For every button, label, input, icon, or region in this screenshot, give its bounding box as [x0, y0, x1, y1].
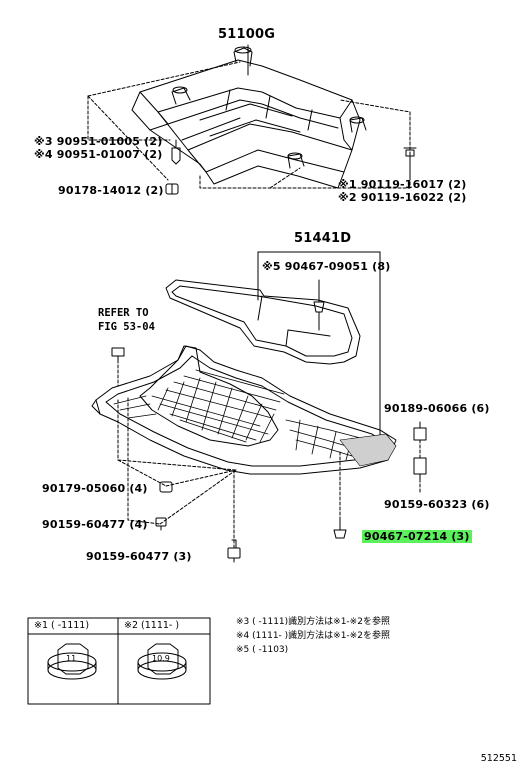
fasteners — [111, 347, 427, 563]
part-label-90159-60323[interactable]: 90159-60323 (6) — [384, 498, 490, 511]
refer-line-1: REFER TO — [98, 307, 149, 319]
legend-nut2-mark: 10.9 — [152, 654, 170, 663]
subframe-part-number[interactable]: 51100G — [218, 27, 276, 42]
part-label-90159-60477-4[interactable]: 90159-60477 (4) — [42, 518, 148, 531]
subframe-drawing — [87, 44, 417, 195]
figure-number: 512551 — [480, 753, 517, 764]
legend-box1-caption: ※1 ( -1111) — [34, 620, 90, 631]
note-5: ※5 ( -1103) — [236, 645, 289, 655]
part-label-90467-09051[interactable]: ※5 90467-09051 (8) — [262, 260, 391, 273]
part-label-90178-14012[interactable]: 90178-14012 (2) — [58, 184, 164, 197]
part-label-90951-01007[interactable]: ※4 90951-01007 (2) — [34, 148, 163, 161]
part-label-90951-01005[interactable]: ※3 90951-01005 (2) — [34, 135, 163, 148]
legend-boxes — [27, 617, 211, 705]
legend-nut1-mark: 11 — [66, 654, 77, 663]
part-label-90467-07214-highlighted[interactable]: 90467-07214 (3) — [362, 530, 472, 543]
note-3: ※3 ( -1111)識別方法は※1-※2を参照 — [236, 617, 390, 627]
part-label-90159-60477-3[interactable]: 90159-60477 (3) — [86, 550, 192, 563]
refer-note[interactable]: REFER TO FIG 53-04 — [98, 306, 155, 334]
part-label-90179-05060[interactable]: 90179-05060 (4) — [42, 482, 148, 495]
cover-lower-panel — [91, 345, 397, 475]
part-label-90189-06066[interactable]: 90189-06066 (6) — [384, 402, 490, 415]
fastener-leaders — [117, 359, 421, 549]
note-4: ※4 (1111- )識別方法は※1-※2を参照 — [236, 631, 390, 641]
cover-part-number[interactable]: 51441D — [294, 231, 352, 246]
part-label-90119-16017[interactable]: ※1 90119-16017 (2) — [338, 178, 467, 191]
part-label-90119-16022[interactable]: ※2 90119-16022 (2) — [338, 191, 467, 204]
cover-upper-panel — [165, 251, 381, 453]
legend-box2-caption: ※2 (1111- ) — [124, 620, 180, 631]
refer-line-2: FIG 53-04 — [98, 321, 155, 333]
